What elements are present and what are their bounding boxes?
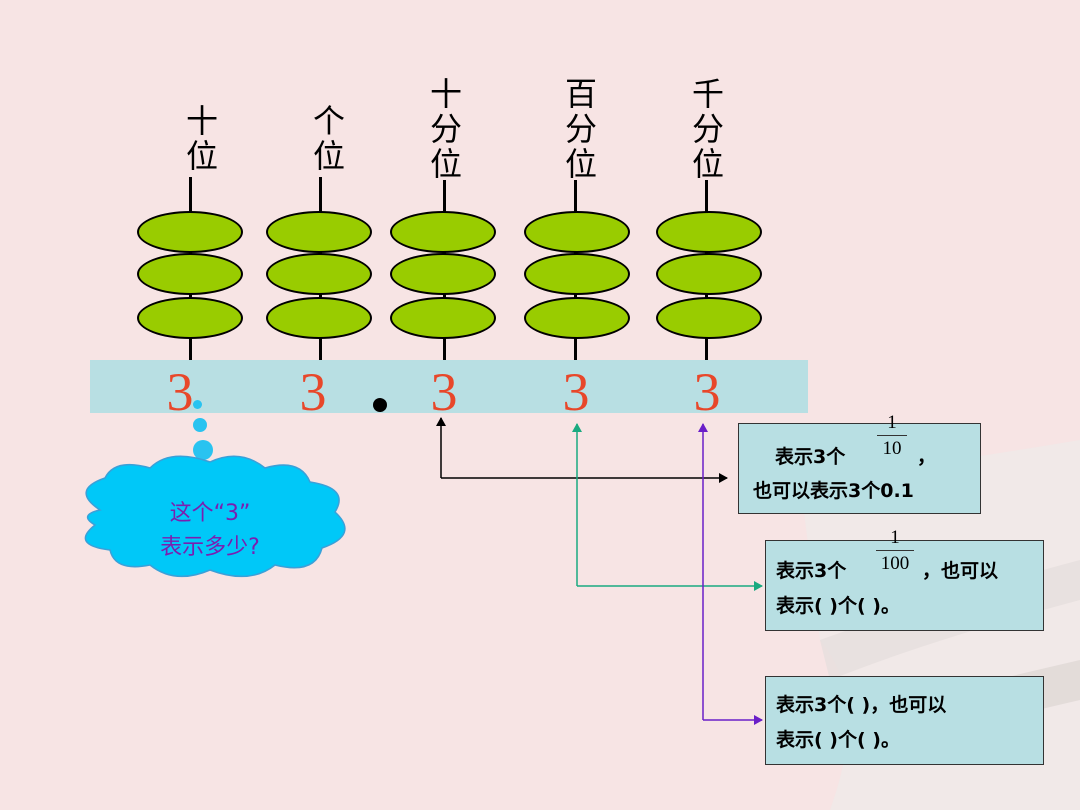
bead-hundredths-2 [524,253,630,295]
thought-dot-medium [193,418,207,432]
bead-hundredths-3 [524,297,630,339]
box2-fraction-denominator: 100 [880,553,910,574]
bead-tenths-2 [390,253,496,295]
box2-line2: 表示( )个( )。 [776,595,900,617]
box1-line1-suffix: ， [917,446,937,468]
decimal-point [373,398,387,412]
box1-fraction-denominator: 10 [882,438,902,459]
box2-fraction: 1 100 [876,527,914,574]
digit-hundredths: 3 [562,362,590,422]
label-tens: 十位 [185,102,218,175]
box1-line2: 也可以表示3个0.1 [753,480,914,502]
box3-line1: 表示3个( )，也可以 [776,694,947,716]
question-line-2: 表示多少? [160,535,260,560]
thought-dot-large [193,440,213,460]
thought-dot-small [193,400,202,409]
bead-tens-1 [137,211,243,253]
bead-hundredths-1 [524,211,630,253]
digit-band [90,360,808,413]
question-line-1: 这个“3” [169,501,251,526]
answer-box-hundredths: 表示3个 1 100 ，也可以 表示( )个( )。 [765,527,1044,631]
bead-ones-3 [266,297,372,339]
bead-tens-2 [137,253,243,295]
digit-tens: 3 [166,362,194,422]
box2-line1-prefix: 表示3个 [776,560,847,582]
question-text: 这个“3” 表示多少? [100,497,320,565]
box1-fraction: 1 10 [877,412,907,459]
bead-tenths-1 [390,211,496,253]
label-tenths: 十分位 [429,75,462,183]
answer-box-tenths: 表示3个 1 10 ， 也可以表示3个0.1 [738,412,981,514]
digit-thousandths: 3 [693,362,721,422]
label-ones: 个位 [312,102,345,175]
label-thousandths: 千分位 [691,75,724,183]
answer-box-thousandths: 表示3个( )，也可以 表示( )个( )。 [765,676,1044,765]
bead-thousandths-2 [656,253,762,295]
box1-fraction-bar [877,435,907,436]
label-hundredths: 百分位 [564,75,597,183]
digit-tenths: 3 [430,362,458,422]
bead-tenths-3 [390,297,496,339]
box1-fraction-numerator: 1 [887,412,897,433]
bead-ones-1 [266,211,372,253]
box2-fraction-bar [876,550,914,551]
bead-tens-3 [137,297,243,339]
box2-fraction-numerator: 1 [890,527,900,548]
box1-line1-prefix: 表示3个 [775,446,846,468]
bead-ones-2 [266,253,372,295]
box2-line1-suffix: ，也可以 [922,560,999,582]
digit-ones: 3 [299,362,327,422]
bead-thousandths-3 [656,297,762,339]
bead-thousandths-1 [656,211,762,253]
box3-line2: 表示( )个( )。 [776,729,900,751]
